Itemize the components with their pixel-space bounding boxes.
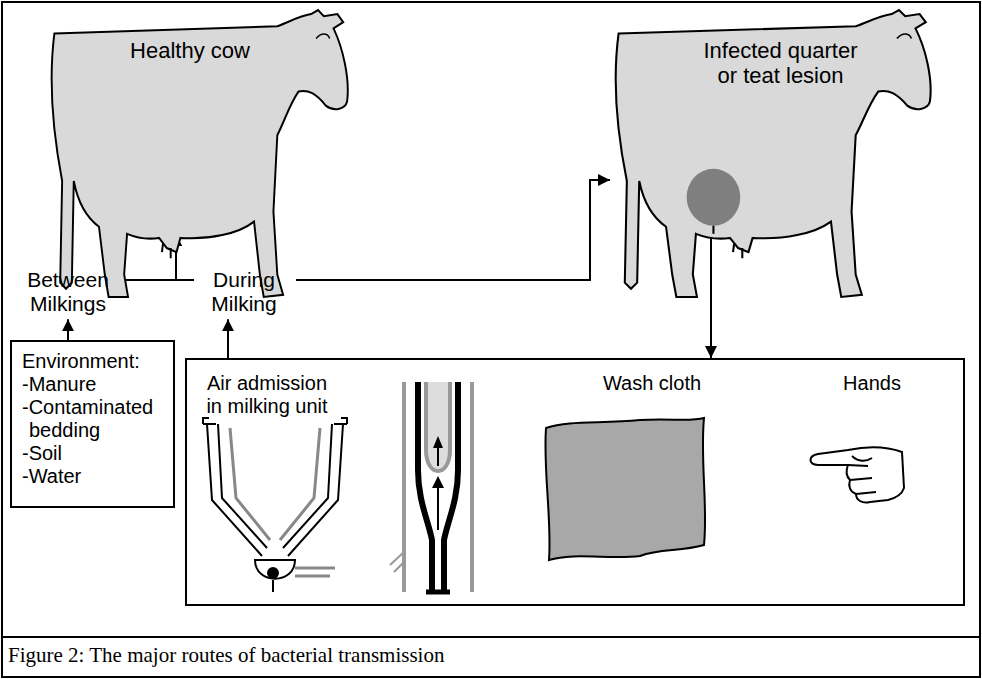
node-label: Between Milkings (22, 268, 114, 316)
infected-quarter (687, 169, 741, 226)
flow-arrow (296, 180, 610, 280)
list-item: -Contaminated bedding (22, 396, 165, 442)
teatcup-liner (390, 382, 472, 592)
flow-arrow (67, 319, 69, 340)
cow-eye (897, 34, 911, 39)
node-label: Air admission in milking unit (199, 372, 335, 418)
timing-label: Between Milkings (22, 268, 114, 316)
node-label: Infected quarter or teat lesion (693, 38, 868, 89)
box-heading: Environment: (22, 350, 165, 373)
list-item: -Water (22, 465, 165, 488)
source-box: Air admission in milking unit Wash cloth H… (185, 358, 965, 606)
list-item: -Manure (22, 373, 165, 396)
milking-claw (203, 418, 347, 592)
healthy-cow: Healthy cow (35, 8, 350, 303)
infected-cow: Infected quarter or teat lesion (598, 8, 933, 303)
cow-body (52, 10, 348, 297)
source-box: Environment:-Manure-Contaminated bedding… (10, 340, 175, 508)
teat-mark (733, 244, 742, 258)
teat-mark (162, 244, 171, 258)
caption-rule (1, 636, 981, 638)
teat-mark (712, 226, 714, 234)
cow-body (616, 10, 931, 297)
node-label: Healthy cow (100, 38, 280, 63)
cow-eye (316, 34, 330, 39)
wash-cloth (545, 418, 705, 560)
node-label: Wash cloth (577, 372, 727, 395)
list-item: -Soil (22, 442, 165, 465)
flow-arrow (710, 226, 712, 358)
pointing-hand (811, 447, 905, 502)
figure-caption: Figure 2: The major routes of bacterial … (8, 643, 444, 668)
flow-arrow (227, 319, 229, 358)
timing-label: During Milking (196, 268, 292, 316)
node-label: Hands (812, 372, 932, 395)
node-label: During Milking (196, 268, 292, 316)
